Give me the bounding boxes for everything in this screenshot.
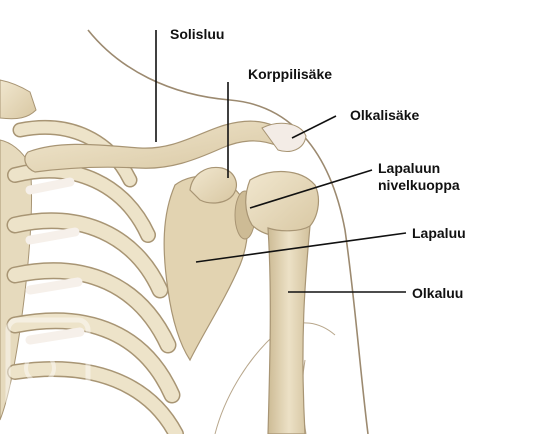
label-lapaluun-nivelkuoppa-line1: Lapaluun (378, 160, 460, 177)
label-olkaluu: Olkaluu (412, 285, 463, 302)
label-lapaluu: Lapaluu (412, 225, 466, 242)
scapula (164, 176, 247, 360)
coracoid-process (190, 167, 236, 203)
label-olkalisake: Olkalisäke (350, 107, 419, 124)
label-solisluu: Solisluu (170, 26, 224, 43)
humerus-head (246, 172, 319, 237)
rib-cage (15, 127, 176, 434)
label-lapaluun-nivelkuoppa-line2: nivelkuoppa (378, 177, 460, 194)
label-korppilisake: Korppilisäke (248, 66, 332, 83)
acromion (262, 123, 306, 151)
humerus-shaft (268, 226, 310, 434)
vertebra-stack (0, 80, 36, 119)
label-lapaluun-nivelkuoppa: Lapaluun nivelkuoppa (378, 160, 460, 194)
